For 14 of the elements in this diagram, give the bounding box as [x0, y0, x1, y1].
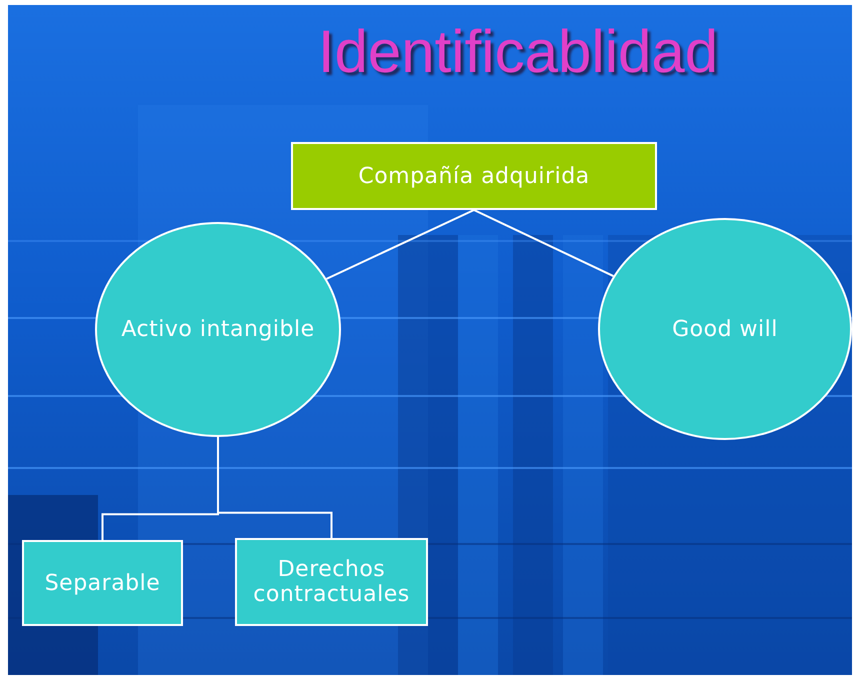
process-box	[291, 142, 657, 210]
connector-line	[326, 209, 474, 280]
connector-line	[217, 437, 332, 538]
node-label: Activo intangible	[120, 317, 316, 342]
ellipse-node	[95, 222, 341, 437]
node-label: Compañía adquirida	[357, 164, 591, 188]
node-label: Good will	[671, 316, 779, 342]
connector-line	[474, 209, 614, 277]
process-box	[22, 540, 183, 626]
node-label: Derechos contractuales	[252, 557, 411, 607]
ellipse-node	[598, 218, 852, 440]
node-label: Separable	[44, 570, 162, 596]
title: Identificablidad	[316, 17, 720, 86]
process-box	[235, 538, 428, 626]
